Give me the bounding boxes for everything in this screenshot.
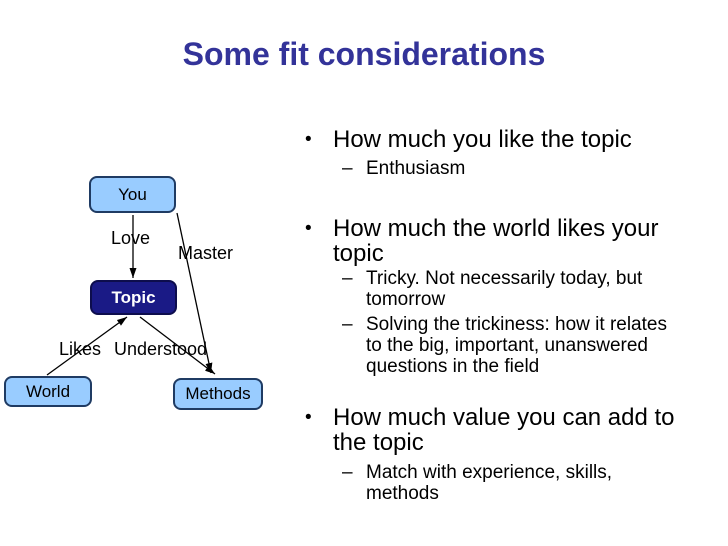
- node-methods-label: Methods: [185, 384, 251, 403]
- sub-bullet-marker: –: [342, 314, 353, 335]
- bullet-item: • How much value you can add to the topi…: [305, 405, 715, 455]
- sub-bullet-text: Tricky. Not necessarily today, but tomor…: [366, 268, 643, 310]
- concept-diagram: You Topic World Methods Love Master Like…: [0, 160, 280, 430]
- sub-bullet-text: Match with experience, skills, methods: [366, 462, 613, 504]
- sub-bullet-marker: –: [342, 158, 353, 179]
- sub-bullet-item: – Solving the trickiness: how it relates…: [342, 314, 715, 377]
- arrow-master: [176, 212, 213, 374]
- bullet-marker: •: [305, 218, 312, 239]
- edge-label-understood: Understood: [114, 339, 208, 359]
- arrow-canvas: [46, 212, 216, 376]
- sub-bullet-text: Solving the trickiness: how it relates t…: [366, 314, 667, 377]
- arrow-understood: [139, 316, 216, 375]
- bullet-list: • How much you like the topic – Enthusia…: [305, 127, 715, 504]
- sub-bullet-marker: –: [342, 268, 353, 289]
- node-topic: Topic: [90, 280, 177, 315]
- sub-bullet-marker: –: [342, 462, 353, 483]
- bullet-text: How much value you can add to the topic: [333, 404, 675, 456]
- bullet-item: • How much you like the topic: [305, 127, 715, 152]
- slide-title: Some fit considerations: [182, 36, 546, 72]
- node-world-label: World: [25, 381, 71, 401]
- node-you-label: You: [118, 184, 147, 204]
- bullet-marker: •: [305, 407, 312, 428]
- sub-bullet-text: Enthusiasm: [366, 158, 466, 179]
- sub-bullet-item: – Enthusiasm: [342, 158, 715, 179]
- edge-label-love: Love: [111, 228, 151, 248]
- sub-bullet-item: – Match with experience, skills, methods: [342, 462, 715, 504]
- node-you: You: [89, 176, 176, 213]
- node-methods: Methods: [173, 378, 263, 410]
- node-topic-label: Topic: [111, 287, 156, 307]
- sub-bullet-item: – Tricky. Not necessarily today, but tom…: [342, 268, 715, 310]
- node-world: World: [4, 376, 92, 407]
- bullet-text: How much the world likes your topic: [333, 215, 659, 267]
- bullet-marker: •: [305, 129, 312, 150]
- arrow-likes: [46, 316, 128, 376]
- edge-label-likes: Likes: [59, 339, 102, 359]
- edge-label-master: Master: [178, 243, 234, 263]
- bullet-text: How much you like the topic: [333, 126, 632, 153]
- bullet-item: • How much the world likes your topic: [305, 216, 715, 266]
